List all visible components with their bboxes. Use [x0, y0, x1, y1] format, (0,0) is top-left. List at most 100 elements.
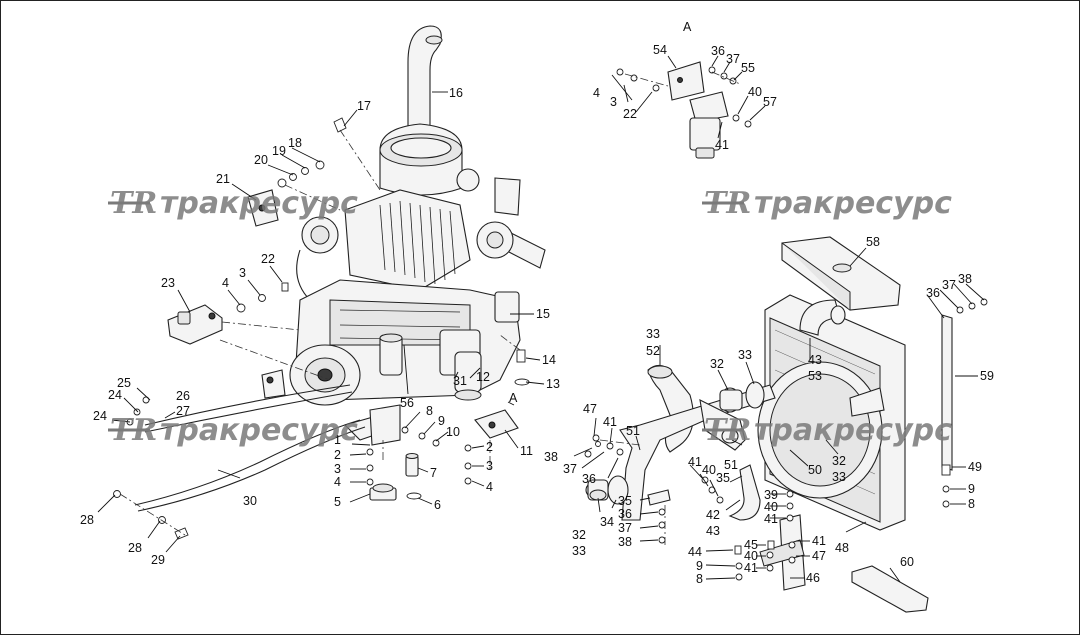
callout-5: 5	[334, 495, 341, 509]
callout-33-mid: 33	[738, 348, 752, 362]
callout-36-bottom: 36	[618, 507, 632, 521]
callout-8-r: 8	[968, 497, 975, 511]
clamp-17	[333, 117, 347, 133]
support-60	[851, 565, 929, 613]
callout-35-mid: 35	[716, 471, 730, 485]
callout-59: 59	[980, 369, 994, 383]
callout-6: 6	[434, 498, 441, 512]
callout-33-bottom: 33	[572, 544, 586, 558]
intake-manifold	[344, 189, 471, 291]
callout-36-a: 36	[711, 44, 725, 58]
mount-bracket-right	[474, 409, 519, 439]
callout-4-right: 4	[486, 480, 493, 494]
radiator-assembly	[734, 236, 988, 613]
callout-45: 45	[744, 538, 758, 552]
callout-47-top: 47	[583, 402, 597, 416]
pad-58	[781, 236, 901, 311]
starter-motor	[494, 291, 520, 323]
svg-text:тракресурс: тракресурс	[160, 186, 358, 221]
callout-55: 55	[741, 61, 755, 75]
callout-29: 29	[151, 553, 165, 567]
watermark-top-left: TR тракресурс	[108, 186, 358, 221]
callout-2-left: 2	[334, 448, 341, 462]
callout-32-r: 32	[832, 454, 846, 468]
callout-24-lower: 24	[93, 409, 107, 423]
callout-25: 25	[117, 376, 131, 390]
coupling-34	[607, 475, 629, 505]
callout-34: 34	[600, 515, 614, 529]
callout-2-right: 2	[486, 440, 493, 454]
coolant-pipes	[584, 364, 776, 545]
filler-cap	[830, 305, 846, 325]
bracket-54	[667, 61, 705, 101]
callout-4-mount: 4	[334, 475, 341, 489]
callout-58: 58	[866, 235, 880, 249]
callout-19: 19	[272, 144, 286, 158]
hose-lines	[113, 384, 366, 540]
callout-38-bottom: 38	[618, 535, 632, 549]
alternator-pulley	[456, 168, 480, 192]
callout-11: 11	[520, 444, 533, 458]
callout-10: 10	[446, 425, 460, 439]
coupling-33-upper	[745, 381, 765, 409]
fuel-filter-assembly	[616, 61, 752, 159]
callout-17: 17	[357, 99, 371, 113]
left-mount	[167, 282, 331, 381]
callout-41-a: 41	[715, 138, 729, 152]
callout-27: 27	[176, 404, 190, 418]
callout-37-a: 37	[726, 52, 740, 66]
callout-52: 52	[646, 344, 660, 358]
leader-lines	[97, 55, 985, 583]
view-marker-a: A	[683, 20, 692, 34]
side-plate-59	[941, 314, 953, 471]
callout-32-bottom: 32	[572, 528, 586, 542]
callout-50: 50	[808, 463, 822, 477]
bracket-35	[647, 489, 671, 506]
callout-37-r: 37	[942, 278, 956, 292]
callout-41-r: 41	[764, 512, 778, 526]
callout-3-left: 3	[239, 266, 246, 280]
callout-4-left: 4	[222, 276, 229, 290]
hose-26	[144, 384, 351, 426]
callout-20: 20	[254, 153, 268, 167]
callout-35-left: 35	[618, 494, 632, 508]
callout-7: 7	[430, 466, 437, 480]
fan-blade	[494, 177, 521, 216]
exhaust-pipe	[407, 25, 442, 131]
callout-56: 56	[400, 396, 414, 410]
callout-36-mid: 36	[582, 472, 596, 486]
callout-60: 60	[900, 555, 914, 569]
callout-39: 39	[764, 488, 778, 502]
small-parts-top	[247, 117, 381, 227]
callout-44: 44	[688, 545, 702, 559]
callout-40-mid: 40	[702, 463, 716, 477]
callout-41-right: 41	[812, 534, 826, 548]
callout-8-bottom: 8	[696, 572, 703, 586]
callout-1: 1	[334, 433, 341, 447]
callout-3-mount: 3	[334, 462, 341, 476]
callout-40-bottom: 40	[744, 549, 758, 563]
callout-8: 8	[426, 404, 433, 418]
watermark-top-right: TR тракресурс	[702, 186, 952, 221]
callout-46: 46	[806, 571, 820, 585]
callout-3-right: 3	[486, 459, 493, 473]
callout-48: 48	[835, 541, 849, 555]
callout-51-left: 51	[626, 424, 640, 438]
callout-31: 31	[453, 374, 467, 388]
callout-3-a: 3	[610, 95, 617, 109]
callout-38-mid: 38	[544, 450, 558, 464]
callout-33-top: 33	[646, 327, 660, 341]
rear-lug	[261, 369, 286, 399]
callout-24-upper: 24	[108, 388, 122, 402]
callout-9-bottom: 9	[696, 559, 703, 573]
callout-13: 13	[546, 377, 560, 391]
watermark-bottom-right: TR тракресурс	[702, 413, 952, 448]
callout-37-mid: 37	[563, 462, 577, 476]
air-cleaner-cap	[390, 137, 452, 159]
callout-26: 26	[176, 389, 190, 403]
callout-43-bottom: 43	[706, 524, 720, 538]
callout-21: 21	[216, 172, 230, 186]
